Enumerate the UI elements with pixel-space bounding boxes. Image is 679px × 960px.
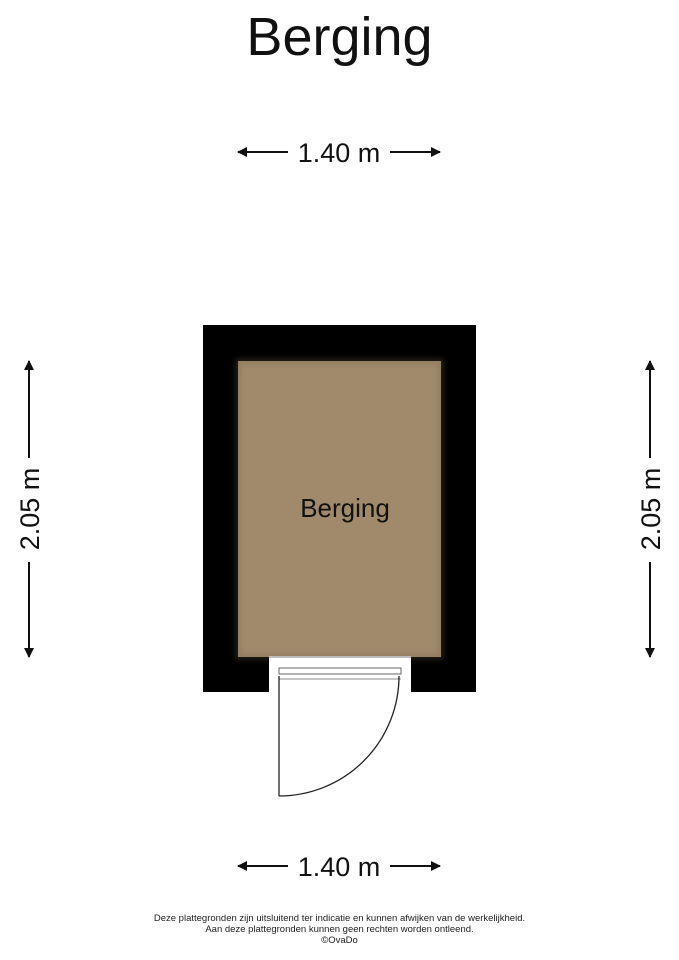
disclaimer-line-2: Aan deze plattegronden kunnen geen recht… <box>205 924 474 935</box>
page-title: Berging <box>246 7 433 67</box>
disclaimer-line-1: Deze plattegronden zijn uitsluitend ter … <box>153 913 526 924</box>
bottom-dimension-label: 1.40 m <box>298 852 381 882</box>
right-dimension-label: 2.05 m <box>636 468 666 551</box>
room-floor <box>238 361 441 657</box>
left-dimension-label: 2.05 m <box>15 468 45 551</box>
door-frame <box>278 667 402 675</box>
copyright: ©OvaDo <box>321 935 358 946</box>
disclaimer: Deze plattegronden zijn uitsluitend ter … <box>0 913 679 946</box>
door-swing-arc <box>278 675 400 797</box>
top-dimension-label: 1.40 m <box>298 138 381 168</box>
room-label: Berging <box>300 493 390 523</box>
